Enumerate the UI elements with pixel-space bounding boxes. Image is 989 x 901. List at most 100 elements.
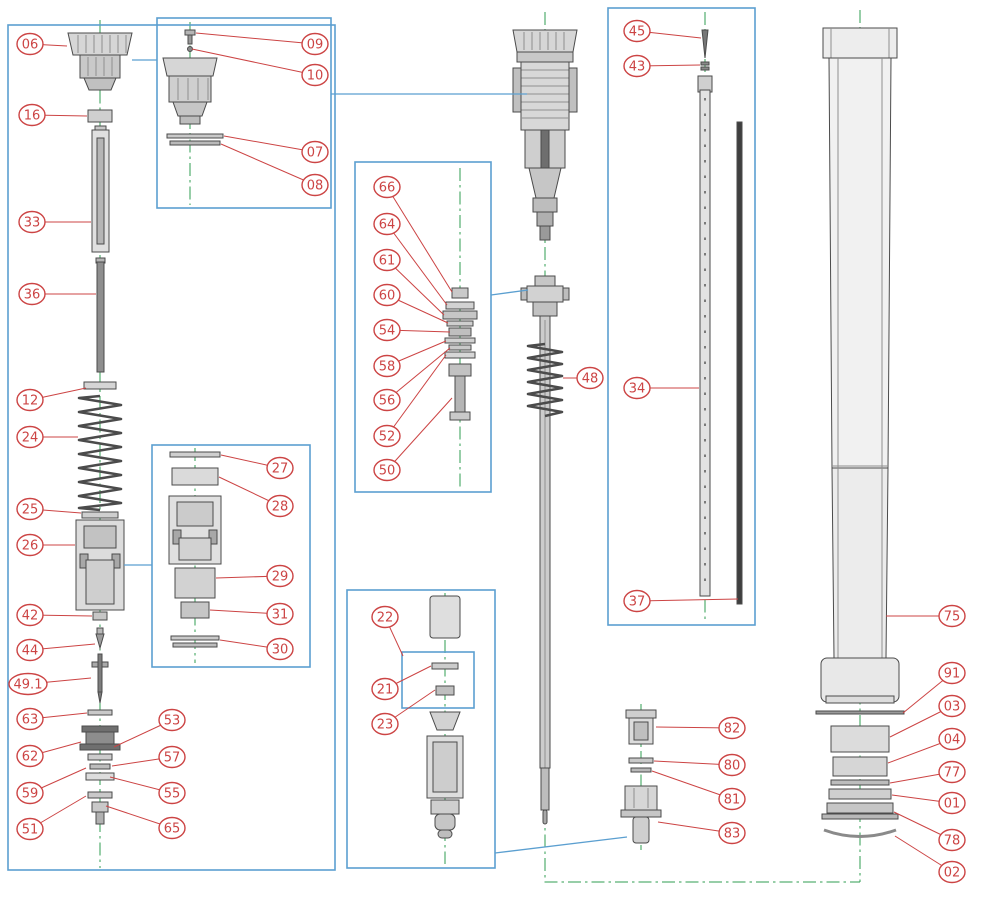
callout-45: 45 [623,19,702,43]
callout-label: 29 [272,570,289,585]
callout-bubble [373,283,401,307]
callout-bubble [16,638,44,662]
callout-label: 10 [307,69,324,84]
callout-label: 56 [379,394,396,409]
part-seal-stack [815,710,905,838]
part-ring-77 [830,779,890,786]
callout-bubble [18,210,46,234]
callout-label: 52 [379,430,396,445]
callout-bubble [16,603,44,627]
callout-10: 10 [191,48,329,87]
box-cap-detail [156,17,332,209]
callout-bubble [16,388,44,412]
callout-label: 27 [272,462,289,477]
callout-bubble [938,604,966,628]
detail-cap-assembly [162,29,224,146]
callout-bubble [373,318,401,342]
callout-label: 83 [724,827,741,842]
callout-bubble [623,19,651,43]
callout-bubble [266,494,294,518]
callout-26: 26 [16,533,75,557]
part-bottom-body [426,735,464,839]
leader-line [220,143,316,186]
callout-08: 08 [220,143,329,197]
callout-label: 49.1 [14,678,43,693]
part-damper-rod-assembly [520,275,570,825]
part-bolt-65 [91,801,109,825]
part-washer-80 [628,757,654,764]
callout-bubble [718,787,746,811]
part-outer-tube [820,27,900,704]
callout-label: 59 [22,787,39,802]
callout-03: 03 [889,694,966,738]
leader-line [386,259,445,316]
callout-bubble [16,533,44,557]
callout-56: 56 [373,347,451,412]
part-shim-61 [442,310,478,320]
callout-label: 57 [164,751,181,766]
leader-line [223,135,316,153]
callout-75: 75 [886,604,966,628]
part-rod-27 [169,451,221,458]
part-cone [429,711,461,731]
part-rebound-spring-48 [526,342,564,418]
part-fork-cap [67,32,133,91]
connector-valve-detail [490,289,529,296]
callout-label: 75 [944,610,961,625]
callout-label: 34 [629,382,646,397]
callout-57: 57 [111,745,186,769]
callout-label: 31 [272,608,289,623]
callout-91: 91 [902,661,966,714]
callout-bubble [16,744,44,768]
part-collar-28 [171,467,219,486]
callout-bubble [266,564,294,588]
callout-bubble [371,605,399,629]
callout-64: 64 [373,212,448,306]
part-seal-23 [435,685,455,696]
leader-line [386,186,453,293]
part-socket-82 [625,709,657,745]
part-rebound-needle-49-1 [91,653,109,704]
callout-bubble [623,376,651,400]
part-washer-07 [166,133,224,139]
callout-24: 24 [16,425,78,449]
callout-bubble [18,282,46,306]
callout-label: 61 [379,254,396,269]
callout-label: 58 [379,360,396,375]
callout-06: 06 [16,32,68,56]
callout-bubble [158,708,186,732]
callout-02: 02 [894,835,966,884]
callout-bubble [301,173,329,197]
callout-36: 36 [18,282,96,306]
part-cylinder-top [429,595,461,639]
callout-66: 66 [373,175,453,293]
callout-63: 63 [16,707,88,731]
callout-34: 34 [623,376,699,400]
part-shim-64 [445,301,475,310]
callout-48: 48 [563,366,604,390]
callout-78: 78 [893,811,966,852]
leader-line [636,598,739,602]
part-washer-08 [169,140,221,146]
callout-label: 04 [944,733,961,748]
callout-bubble [718,716,746,740]
part-nut-66 [451,287,469,299]
callout-bubble [16,781,44,805]
callout-30: 30 [219,637,294,661]
callout-bubble [373,248,401,272]
callout-23: 23 [371,689,436,736]
callout-80: 80 [653,753,746,777]
part-spacer-16 [87,109,113,123]
callout-label: 06 [22,38,39,53]
part-ring-51 [87,791,113,799]
callout-bubble [938,860,966,884]
part-oil-seal-01 [828,788,892,800]
part-clip-02 [823,828,897,838]
part-cartridge-assembly [512,29,578,241]
callout-bubble [266,637,294,661]
callout-51: 51 [16,795,87,841]
callout-bubble [301,140,329,164]
callout-label: 48 [582,372,599,387]
callout-label: 08 [307,179,324,194]
callout-27: 27 [220,454,294,480]
